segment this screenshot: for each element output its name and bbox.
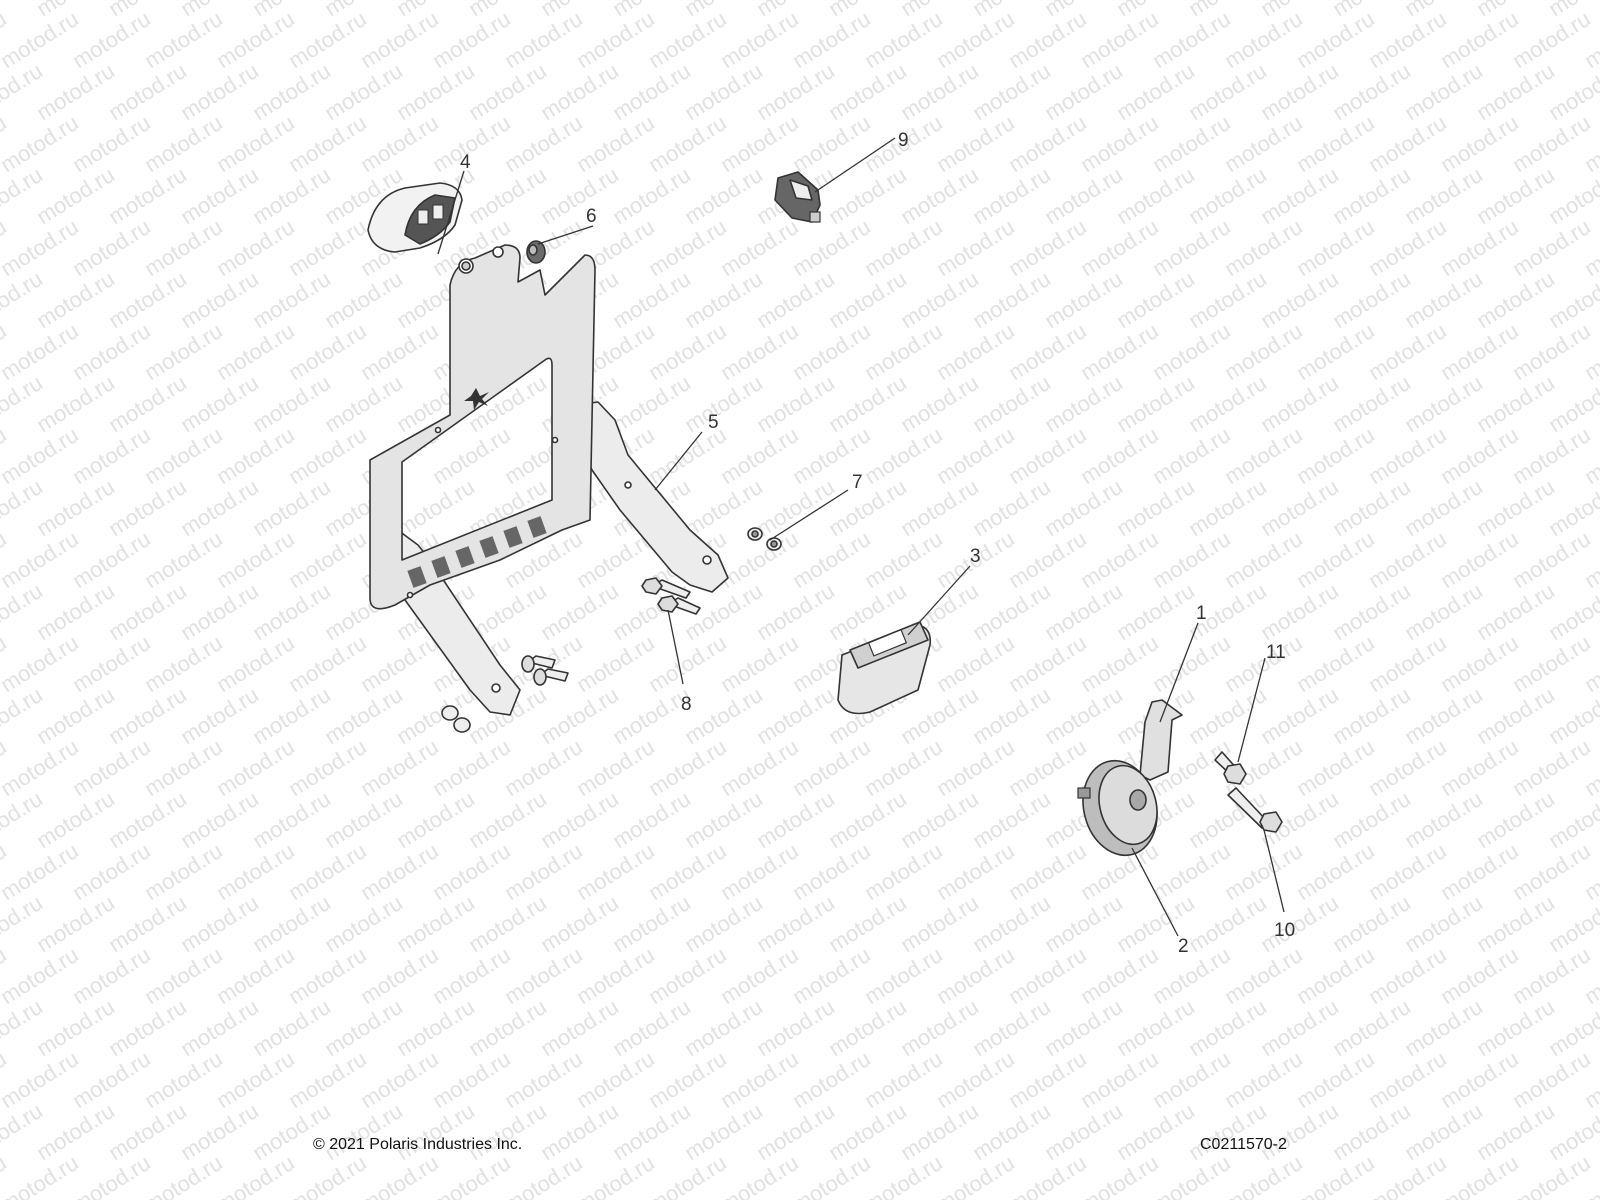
- bolt-part-11: [1214, 751, 1247, 785]
- leader-lines: [437, 137, 1285, 937]
- embossed-polaris-lettering: [407, 516, 547, 588]
- callout-labels: 1 2 3 4 5 6 7 8 9 10 11: [460, 130, 1295, 957]
- callout-4: 4: [460, 152, 471, 173]
- callout-8: 8: [681, 694, 692, 715]
- callout-6: 6: [586, 206, 597, 227]
- plate-rivet: [434, 426, 442, 434]
- arm-hole-right-2: [624, 481, 632, 489]
- diagram-code: C0211570-2: [1200, 1136, 1287, 1153]
- copyright-text: © 2021 Polaris Industries Inc.: [313, 1136, 523, 1153]
- horn-part: [1077, 759, 1158, 857]
- bolt-set-left: [441, 655, 569, 733]
- license-plate-bracket-part: [369, 244, 729, 716]
- callout-3: 3: [970, 546, 981, 567]
- polaris-star-logo: [464, 388, 489, 410]
- callout-5: 5: [708, 412, 719, 433]
- callout-7: 7: [852, 472, 863, 493]
- grommet-hole-right: [492, 246, 504, 258]
- callout-11: 11: [1266, 642, 1286, 663]
- connector-part: [837, 621, 932, 715]
- callout-10: 10: [1274, 920, 1295, 941]
- bolt-part-8: [641, 577, 701, 615]
- callout-1: 1: [1196, 603, 1207, 624]
- arm-hole-left: [491, 683, 501, 693]
- bracket-right-arm: [574, 401, 729, 593]
- switch-part: [774, 171, 821, 223]
- plate-rivet: [551, 436, 559, 444]
- horn-bracket-part: [1139, 699, 1183, 781]
- callout-2: 2: [1178, 936, 1189, 957]
- bolt-part-10: [1227, 787, 1283, 833]
- grommet-left: [461, 261, 471, 271]
- plate-rivet: [406, 591, 414, 599]
- grommet-part: [526, 240, 546, 264]
- nut-part: [747, 527, 782, 551]
- license-plate-lamp-part: [367, 182, 463, 253]
- callout-9: 9: [898, 130, 909, 151]
- arm-hole-right: [702, 555, 712, 565]
